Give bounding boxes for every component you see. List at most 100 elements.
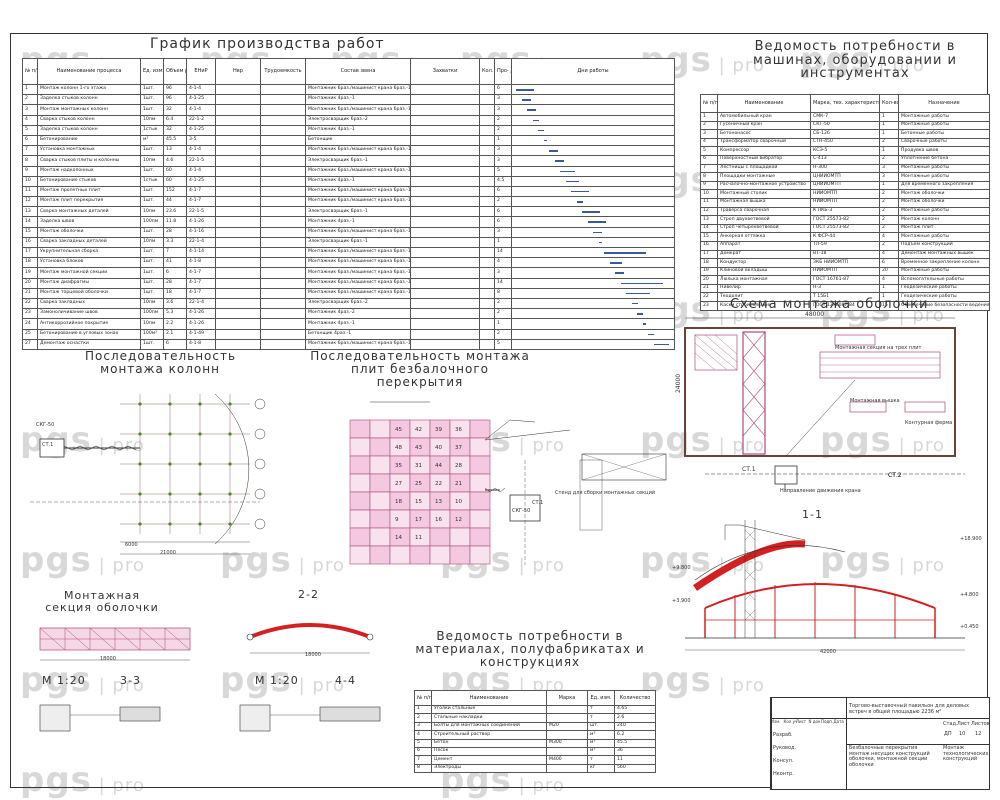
schedule-cell-shifts	[479, 94, 495, 106]
schedule-cell-unit: 1шт.	[140, 104, 164, 116]
schedule-cell-name: Сварка стыков колонн	[37, 114, 141, 126]
slab-cell	[349, 455, 371, 475]
materials-cell-name: Болты для монтажных соединений	[431, 721, 547, 732]
level-4800: +4.800	[960, 592, 979, 598]
schedule-cell-volume: 28	[163, 277, 187, 289]
schedule-gantt-bar	[637, 313, 643, 315]
machines-cell-qty: 4	[879, 249, 899, 260]
machines-header-no: № п/п	[700, 94, 718, 113]
machines-cell-mark: Н-3	[810, 283, 880, 294]
schedule-cell-shifts	[479, 134, 495, 147]
schedule-cell-days	[511, 94, 675, 106]
schedule-cell-days	[511, 114, 675, 126]
schedule-gantt-bar	[587, 221, 606, 223]
schedule-cell-grips	[410, 155, 480, 167]
schedule-cell-shifts	[479, 83, 495, 96]
schedule-gantt-bar	[615, 272, 624, 274]
schedule-cell-grips	[410, 246, 480, 259]
materials-header-name: Наименование	[431, 690, 547, 706]
mount-section-title: Монтажная секция оболочки	[45, 589, 159, 615]
schedule-cell-norm	[215, 165, 261, 177]
schedule-cell-no: 24	[22, 318, 38, 330]
schedule-cell-crew: Монтажник 6раз./машинист крана 6раз.-1/1	[305, 338, 411, 350]
materials-cell-no: 1	[414, 704, 432, 715]
slab-number: 37	[455, 445, 462, 451]
schedule-cell-enir: 4-1-4	[186, 104, 216, 116]
machines-cell-purpose: Временное закрепление колонн	[898, 258, 990, 268]
slab-cell	[469, 545, 491, 565]
schedule-cell-duration: 4	[494, 257, 512, 269]
schedule-cell-labor	[260, 226, 306, 238]
schedule-cell-grips	[410, 145, 480, 157]
title-block: Торгово-выставочный павильон для деловых…	[770, 697, 990, 790]
machines-cell-name: Поверхностный вибратор	[717, 154, 811, 165]
schedule-cell-shifts	[479, 155, 495, 167]
slab-number: 14	[395, 535, 402, 541]
schedule-cell-no: 19	[22, 267, 38, 279]
machines-cell-qty: 1	[879, 129, 899, 139]
section-1-1-drawing	[685, 520, 965, 651]
machines-cell-purpose: Монтажные работы	[898, 112, 990, 122]
schedule-gantt-bar	[560, 170, 575, 172]
schedule-header-labor: Трудоемкость	[260, 58, 306, 85]
schedule-cell-unit: 1шт.	[140, 165, 164, 177]
slab-number: 36	[455, 427, 462, 433]
schedule-gantt-bar	[543, 139, 547, 142]
machines-cell-mark: К ФСР-44	[810, 232, 880, 242]
schedule-gantt-bar	[554, 160, 564, 162]
materials-cell-no: 5	[414, 738, 432, 748]
slab-cell	[349, 437, 371, 457]
title-block-role: Разраб.	[773, 732, 793, 738]
schedule-cell-shifts	[479, 246, 495, 259]
schedule-cell-unit: 1шт.	[140, 185, 164, 198]
schedule-cell-no: 14	[22, 216, 38, 228]
columns-seq-drawing	[30, 393, 266, 555]
shell-scheme-title: Схема монтажа оболочки	[730, 297, 929, 312]
schedule-cell-norm	[215, 287, 261, 299]
schedule-cell-days	[511, 267, 675, 279]
machines-cell-mark: ТЛ-59	[810, 240, 880, 251]
schedule-cell-duration: 3	[494, 267, 512, 279]
schedule-cell-norm	[215, 196, 261, 208]
mount-section-dim-18000: 18000	[100, 656, 116, 662]
slab-cell	[349, 491, 371, 511]
machines-cell-no: 1	[700, 112, 718, 122]
schedule-header-volume: Объем работ	[163, 58, 187, 85]
schedule-cell-no: 16	[22, 236, 38, 249]
schedule-cell-days	[511, 134, 675, 147]
watermark: pgs | pro	[20, 660, 145, 700]
machines-cell-qty: 4	[879, 232, 899, 242]
schedule-cell-name: Демонтаж оснастки	[37, 338, 141, 350]
schedule-gantt-bar	[626, 292, 650, 295]
schedule-cell-grips	[410, 257, 480, 269]
schedule-cell-duration: 2	[494, 308, 512, 320]
schedule-cell-name: Бетонирование в угловых зонах	[37, 328, 141, 340]
slab-cell	[429, 545, 451, 565]
slab-cell	[469, 509, 491, 529]
schedule-cell-days	[511, 104, 675, 116]
scale-3-3: М 1:20	[42, 674, 86, 687]
schedule-gantt-bar	[521, 99, 531, 101]
slab-number: 16	[435, 517, 442, 523]
slab-cell	[469, 527, 491, 547]
schedule-gantt-bar	[527, 109, 536, 111]
machines-cell-qty: 2	[879, 240, 899, 251]
machines-cell-qty: 6	[879, 258, 899, 268]
schedule-cell-days	[511, 185, 675, 198]
machines-cell-name: Траверса сварочная	[717, 206, 811, 217]
schedule-cell-grips	[410, 165, 480, 177]
schedule-cell-no: 7	[22, 145, 38, 157]
machines-cell-no: 9	[700, 180, 718, 191]
schedule-cell-norm	[215, 94, 261, 106]
title-block-stage-label: Стад.	[943, 721, 958, 727]
schedule-header-no: № п/п	[22, 58, 38, 85]
schedule-cell-unit: 1шт.	[140, 277, 164, 289]
